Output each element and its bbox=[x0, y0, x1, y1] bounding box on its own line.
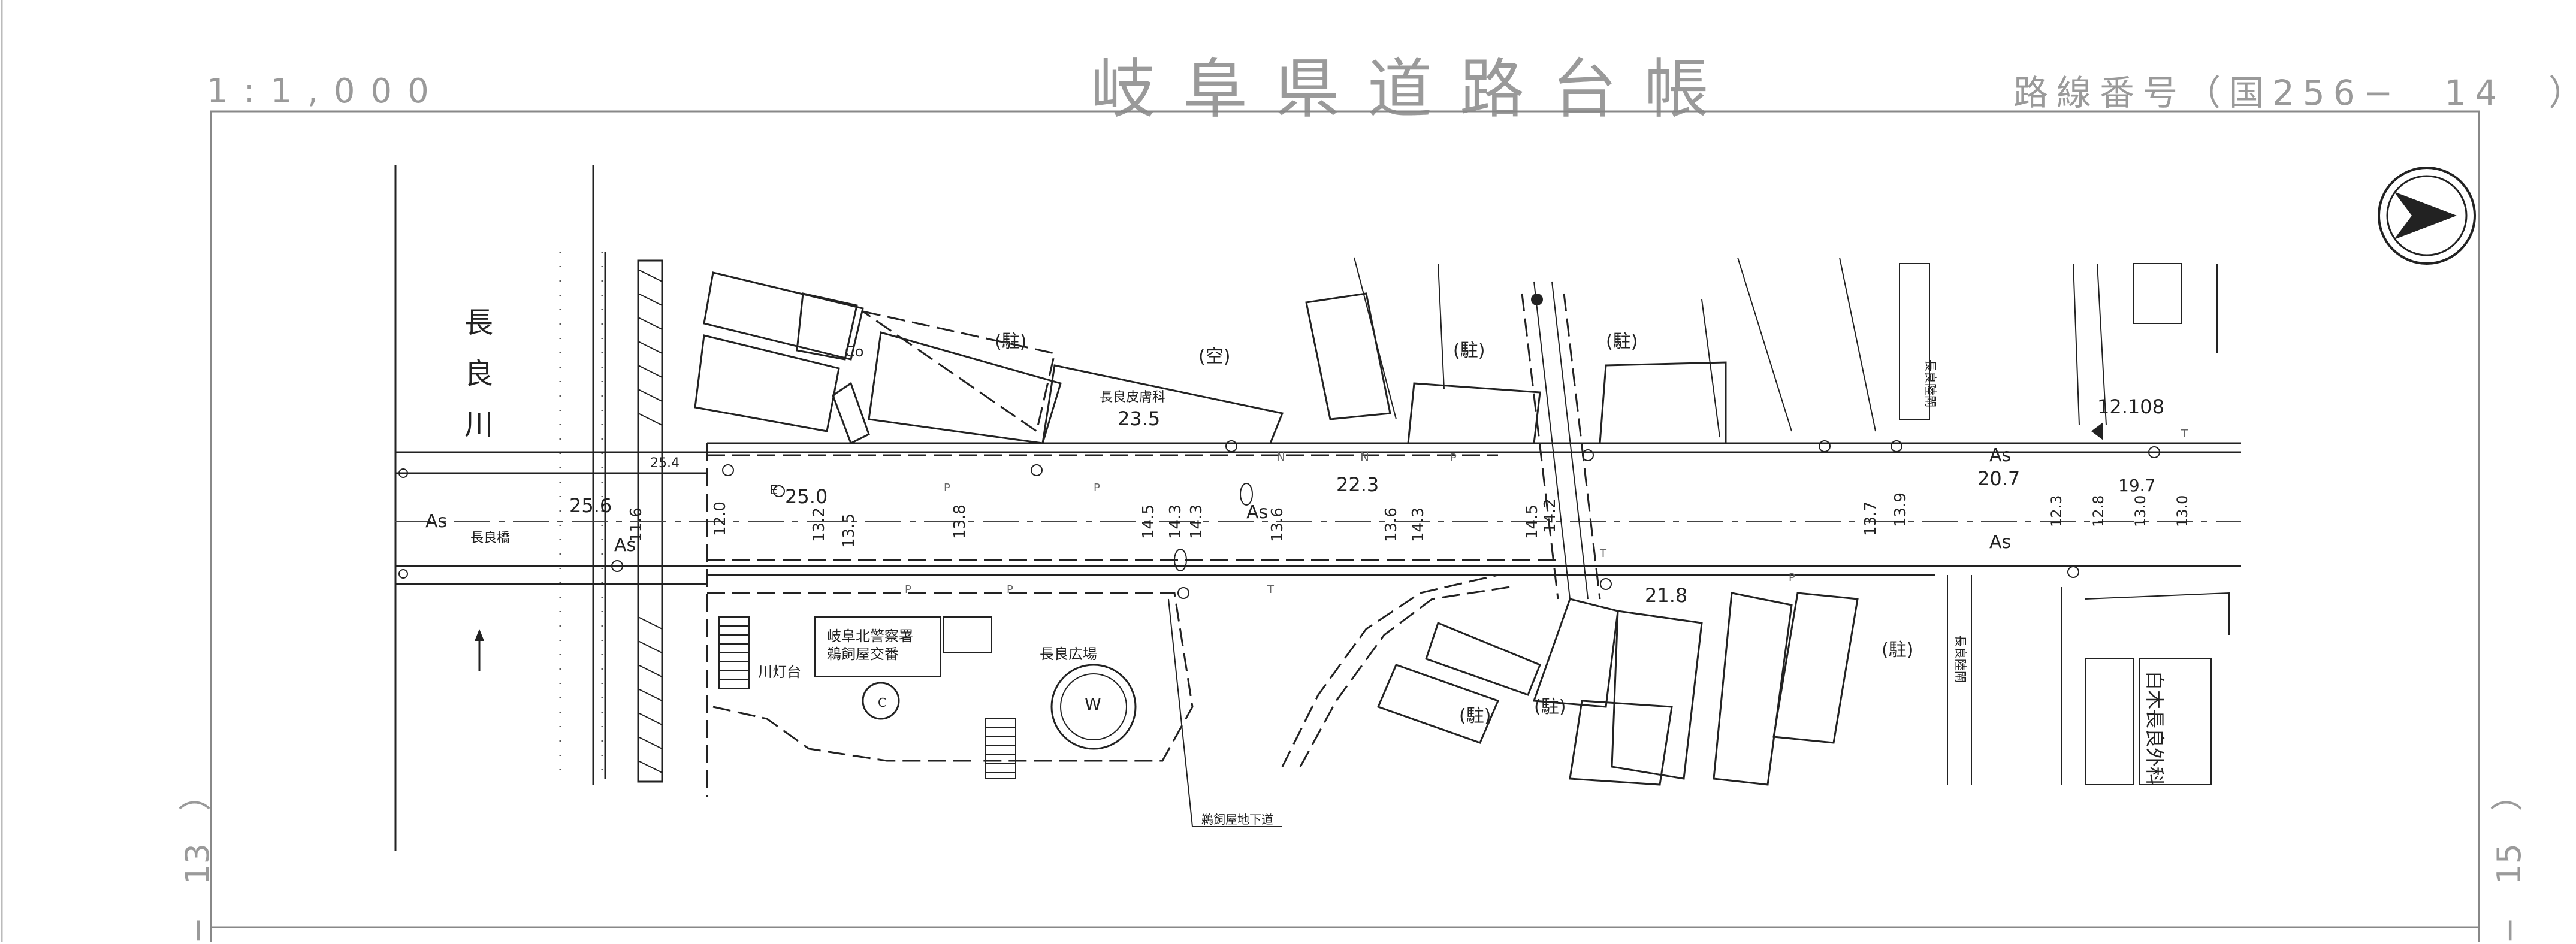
width-dim: 13.6 bbox=[1269, 507, 1287, 542]
surface-label: As bbox=[425, 511, 447, 532]
width-dim: 13.8 bbox=[951, 504, 969, 539]
surface-label: As bbox=[1989, 445, 2011, 466]
elevation: 22.3 bbox=[1336, 473, 1379, 496]
width-dim: 13.0 bbox=[2174, 495, 2191, 527]
river-banks bbox=[394, 165, 663, 851]
floodgate-label: 長良陸閘 bbox=[1923, 359, 1938, 407]
vacant-label: (空) bbox=[1198, 346, 1230, 367]
pole-mark: P bbox=[1450, 452, 1457, 464]
concrete-mark: Co bbox=[845, 343, 863, 360]
width-dim: 13.2 bbox=[810, 507, 828, 542]
width-dim: 13.6 bbox=[1382, 507, 1400, 542]
width-dim: 13.9 bbox=[1892, 492, 1910, 527]
hospital-label: 白木長良外科 bbox=[2143, 671, 2166, 786]
width-dim: 14.3 bbox=[1409, 507, 1427, 542]
circle-mark: C bbox=[878, 695, 886, 710]
width-dim: 11.6 bbox=[627, 507, 645, 542]
bridge-label: 長良橋 bbox=[470, 531, 510, 546]
parking-label: (駐) bbox=[1606, 331, 1638, 352]
phone-mark: T bbox=[1267, 583, 1275, 596]
river-label-1: 長 bbox=[464, 306, 493, 340]
surface-label: As bbox=[1989, 532, 2011, 553]
elevation: 20.7 bbox=[1977, 467, 2020, 490]
parking-label: (駐) bbox=[1453, 340, 1485, 361]
route-number: 路線番号（国256− 14 ） bbox=[2013, 72, 2576, 113]
clinic-label: 長良皮膚科 bbox=[1100, 390, 1165, 405]
pole-mark: P bbox=[944, 482, 950, 494]
parking-label: (駐) bbox=[1882, 640, 1913, 661]
south-plaza bbox=[707, 574, 2230, 827]
phone-mark: T bbox=[1599, 547, 1607, 560]
fountain bbox=[1050, 664, 1137, 750]
well-mark: W bbox=[1085, 694, 1101, 714]
river-label-2: 良 bbox=[464, 357, 493, 391]
map-frame bbox=[210, 110, 2480, 942]
elevation: 12.108 bbox=[2097, 395, 2164, 418]
parking-label: (駐) bbox=[1534, 697, 1566, 718]
koban-label: 鵜飼屋交番 bbox=[827, 646, 899, 662]
elevation: 23.5 bbox=[1118, 407, 1160, 430]
width-dim: 14.3 bbox=[1188, 504, 1206, 539]
plaza-label: 長良広場 bbox=[1040, 646, 1097, 662]
elevation: 19.7 bbox=[2118, 476, 2155, 495]
pole-mark: P bbox=[905, 583, 911, 596]
underpass-label: 鵜飼屋地下道 bbox=[1201, 812, 1273, 827]
elevation: 21.8 bbox=[1645, 584, 1687, 607]
elevation: 25.4 bbox=[650, 456, 680, 471]
cross-street bbox=[1521, 281, 1601, 600]
police-label: 岐阜北警察署 bbox=[827, 628, 913, 645]
width-dim: 13.5 bbox=[840, 513, 858, 548]
lighthouse-label: 川灯台 bbox=[758, 664, 801, 680]
phone-mark: T bbox=[2181, 428, 2188, 440]
sheet-title: 岐阜県道路台帳 bbox=[1091, 52, 1737, 127]
main-road bbox=[395, 442, 2241, 797]
width-dim: 12.0 bbox=[711, 501, 729, 536]
pole-mark: P bbox=[1007, 583, 1013, 596]
river-label-3: 川 bbox=[464, 408, 493, 441]
parking-label: (駐) bbox=[1459, 706, 1491, 727]
north-arrow-icon bbox=[2378, 167, 2476, 265]
floodgate-label: 長良陸閘 bbox=[1953, 635, 1968, 683]
width-dim: 14.3 bbox=[1167, 504, 1185, 539]
width-dim: 14.2 bbox=[1541, 498, 1559, 533]
map-labels: 長 良 川 長良橋 As As As As As 25.4 25.6 25.0 … bbox=[425, 306, 2191, 827]
pole-mark: N bbox=[1276, 450, 1285, 464]
width-dim: 14.5 bbox=[1523, 504, 1541, 539]
elevation: 25.6 bbox=[569, 494, 612, 517]
width-dim: 13.0 bbox=[2132, 495, 2149, 527]
pole-mark: P bbox=[1789, 571, 1795, 584]
scale-label: 1:1,000 bbox=[207, 72, 445, 111]
width-dim: 12.3 bbox=[2048, 495, 2065, 527]
width-dim: 13.7 bbox=[1862, 501, 1880, 536]
elevation: 25.0 bbox=[785, 485, 828, 508]
pole-mark: P bbox=[1094, 482, 1100, 494]
road-symbols bbox=[398, 422, 2160, 599]
parking-label: (駐) bbox=[995, 331, 1026, 352]
pole-mark: N bbox=[1360, 450, 1369, 464]
width-dim: 14.5 bbox=[1140, 504, 1158, 539]
surface-label: As bbox=[614, 535, 636, 556]
surface-label: As bbox=[1246, 502, 1268, 523]
width-dim: 12.8 bbox=[2090, 495, 2107, 527]
north-buildings bbox=[694, 257, 2218, 445]
